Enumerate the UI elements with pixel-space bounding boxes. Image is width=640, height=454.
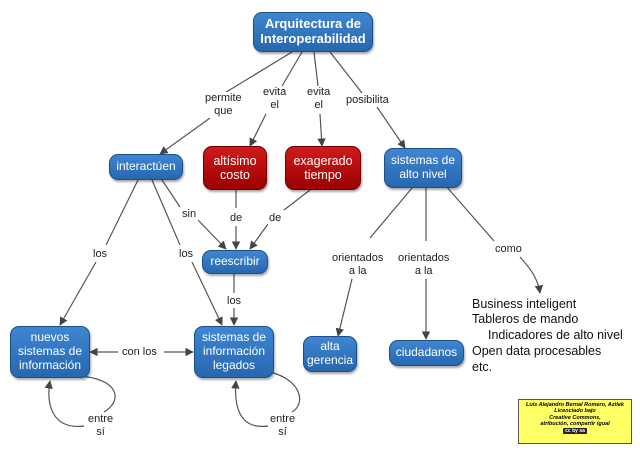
line-orient1-gerencia xyxy=(335,278,353,337)
creative-commons-badge-icon[interactable]: cc by sa xyxy=(563,428,587,435)
line-los2-legados xyxy=(191,261,223,326)
concept-nuevos-sistemas[interactable]: nuevos sistemas de información xyxy=(10,326,90,378)
business-text-line-2: Tableros de mando xyxy=(472,312,579,326)
concept-interactuen[interactable]: interactúen xyxy=(109,154,183,180)
link-entre-si-2: entre sí xyxy=(269,413,297,439)
line-nuevos-loop-out xyxy=(77,375,116,413)
line-altonivel-orient1 xyxy=(369,187,413,239)
license-note: Luis Alejandro Bernal Romero, Aztlek Lic… xyxy=(518,399,632,444)
line-sin-reescribir xyxy=(197,219,227,250)
line-root-evita2 xyxy=(313,51,319,87)
line-como-business xyxy=(519,256,543,294)
link-los-1: los xyxy=(92,248,109,261)
license-line-4: atribución, compartir igual xyxy=(540,420,610,427)
line-interactuen-los1 xyxy=(105,179,139,246)
line-posibilita-altonivel xyxy=(376,106,406,149)
line-los1-nuevos xyxy=(59,261,97,326)
concept-arquitectura-interoperabilidad[interactable]: Arquitectura de Interoperabilidad xyxy=(253,12,373,52)
line-evita1-costo xyxy=(249,113,267,147)
link-los-3: los xyxy=(226,295,243,308)
line-permite-interactuen xyxy=(159,117,211,155)
concept-ciudadanos[interactable]: ciudadanos xyxy=(389,340,464,366)
line-legados-loop-in xyxy=(231,380,269,427)
link-evita-el-2: evita el xyxy=(306,86,332,112)
business-text-line-5: etc. xyxy=(472,360,493,374)
concept-sistemas-alto-nivel[interactable]: sistemas de alto nivel xyxy=(384,148,462,188)
link-con-los: con los xyxy=(121,346,158,359)
line-root-permite xyxy=(222,51,293,95)
link-orientados-1: orientados a la xyxy=(331,252,385,278)
license-line-3: Creative Commons, xyxy=(549,414,601,421)
link-de-1: de xyxy=(229,212,244,225)
concept-exagerado-tiempo[interactable]: exagerado tiempo xyxy=(285,146,361,190)
link-de-2: de xyxy=(268,212,283,225)
line-interactuen-los2 xyxy=(151,179,181,246)
concept-alta-gerencia[interactable]: alta gerencia xyxy=(303,336,357,372)
concept-sistemas-legados[interactable]: sistemas de información legados xyxy=(194,326,274,378)
concept-reescribir[interactable]: reescribir xyxy=(202,250,268,274)
line-tiempo-de xyxy=(283,189,311,211)
link-evita-el-1: evita el xyxy=(262,86,288,112)
line-root-evita1 xyxy=(281,51,303,87)
line-root-posibilita xyxy=(329,51,363,94)
link-los-2: los xyxy=(178,248,195,261)
link-permite-que: permite que xyxy=(204,92,243,118)
license-author: Luis Alejandro Bernal Romero, Aztlek xyxy=(525,402,624,408)
link-posibilita: posibilita xyxy=(345,94,390,107)
line-evita2-tiempo xyxy=(317,113,326,147)
line-altonivel-como xyxy=(445,185,495,242)
line-interactuen-sin xyxy=(161,179,181,208)
business-text-line-4: Open data procesables xyxy=(472,344,602,358)
link-entre-si-1: entre sí xyxy=(87,413,115,439)
license-line-2: Licenciado bajo xyxy=(554,408,596,415)
business-text-line-1: Business inteligent xyxy=(472,297,577,311)
link-como: como xyxy=(494,243,523,256)
business-text-line-3: Indicadores de alto nivel xyxy=(488,328,623,342)
concept-altisimo-costo[interactable]: altísimo costo xyxy=(203,146,267,190)
line-de-reescribir-2 xyxy=(249,223,269,250)
link-orientados-2: orientados a la xyxy=(397,252,451,278)
line-nuevos-loop-in xyxy=(44,380,85,427)
link-sin: sin xyxy=(181,208,198,221)
line-legados-loop-out xyxy=(269,371,301,413)
